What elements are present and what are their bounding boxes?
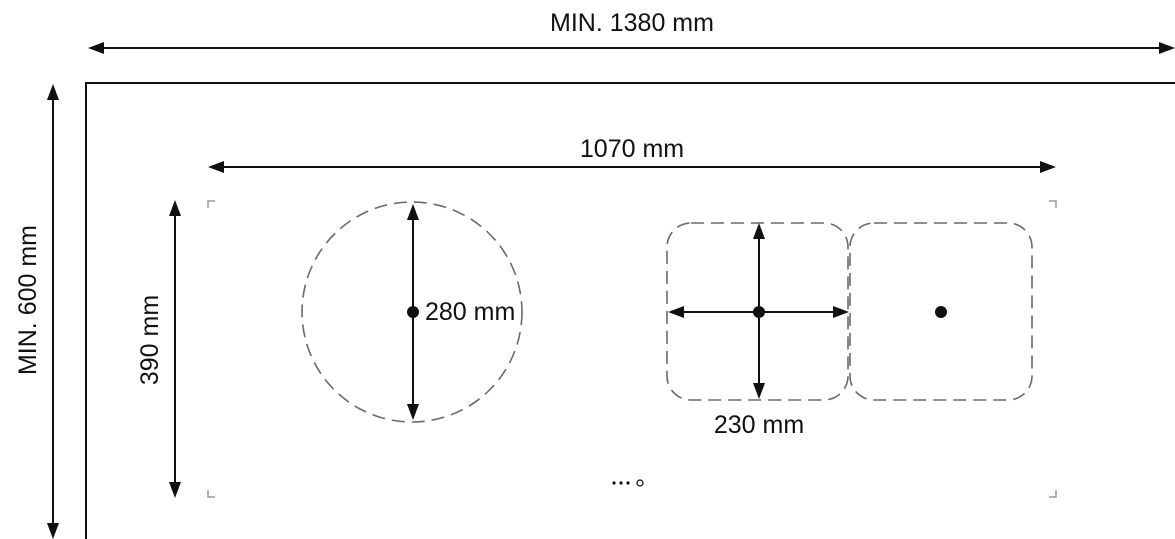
square-cooking-zone-left: 230 mm xyxy=(666,222,849,439)
square-cooking-zone-right xyxy=(849,222,1033,401)
round-zone-center-dot xyxy=(407,306,419,318)
min-width-label: MIN. 1380 mm xyxy=(550,9,714,37)
control-dots-icon xyxy=(612,479,644,487)
hob-depth-dimension: 390 mm xyxy=(136,200,181,498)
square-zone-center-dot xyxy=(753,306,765,318)
hob-outline-corners xyxy=(207,200,1057,498)
min-depth-label: MIN. 600 mm xyxy=(14,225,42,375)
min-depth-dimension: MIN. 600 mm xyxy=(14,84,59,539)
round-zone-diameter-label: 280 mm xyxy=(425,298,515,326)
hob-depth-label: 390 mm xyxy=(136,295,164,385)
min-width-dimension: MIN. 1380 mm xyxy=(88,9,1175,54)
hob-width-dimension: 1070 mm xyxy=(208,135,1056,173)
square-zone-right-center-dot xyxy=(935,306,947,318)
hob-width-label: 1070 mm xyxy=(580,135,684,163)
round-cooking-zone: 280 mm xyxy=(301,201,523,423)
worktop-outline xyxy=(85,82,1175,539)
square-zone-size-label: 230 mm xyxy=(714,411,804,439)
